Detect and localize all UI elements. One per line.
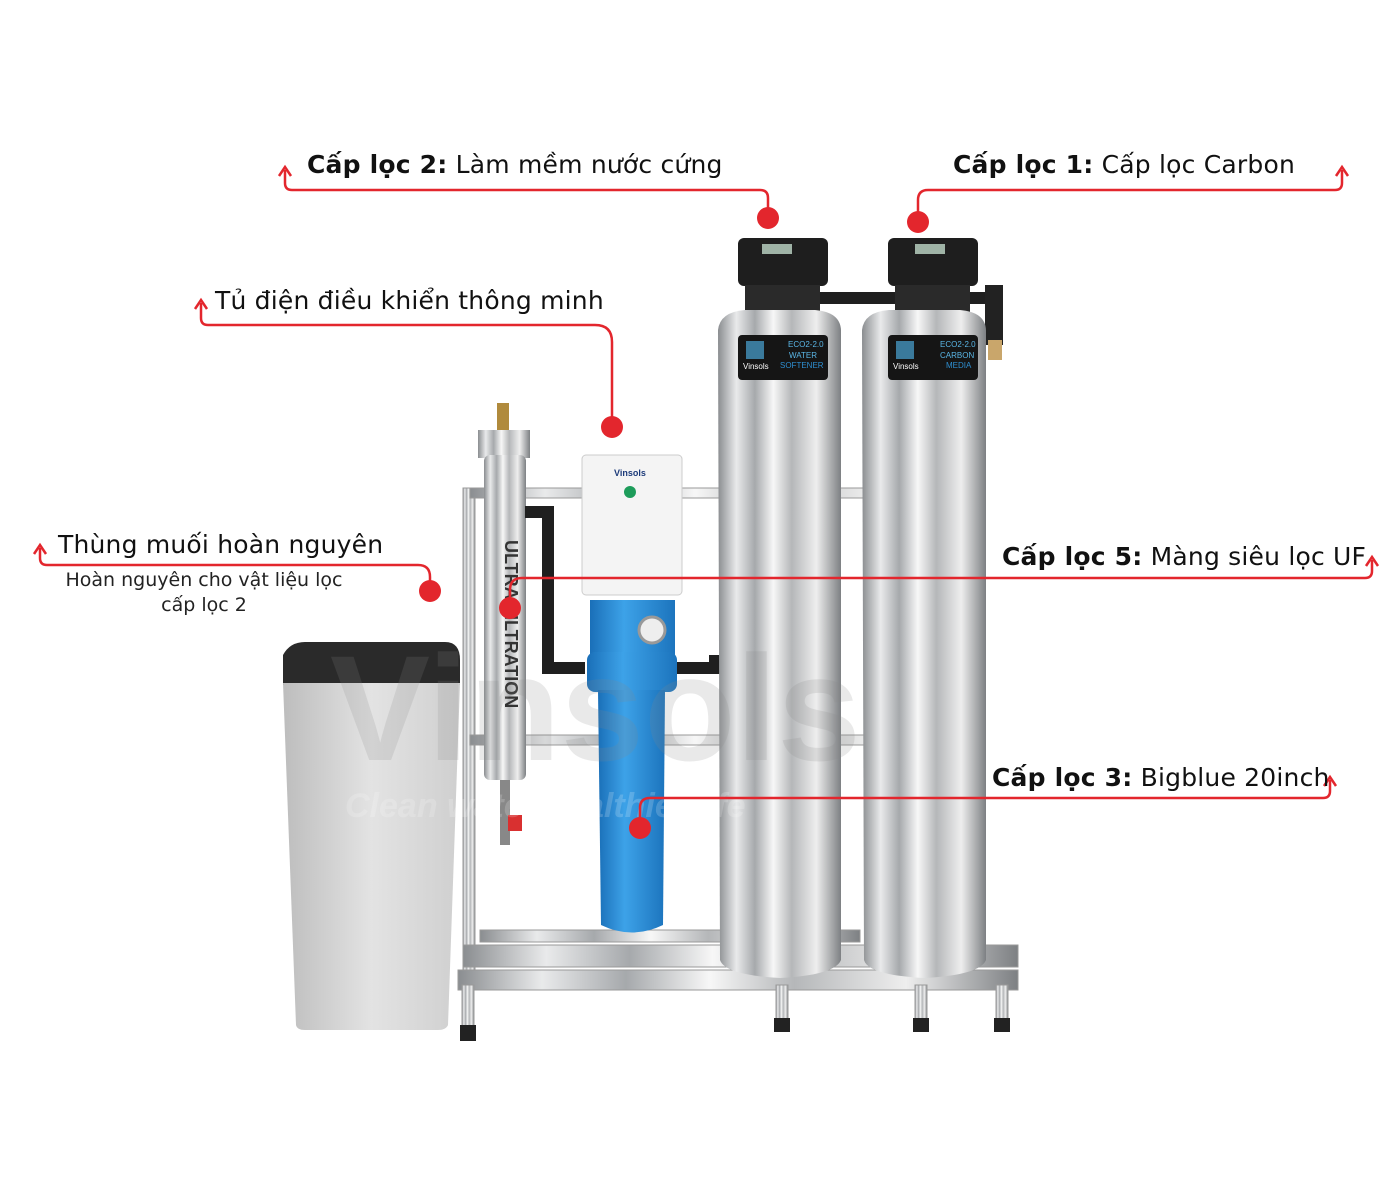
callout-dot-stage3 <box>629 817 651 839</box>
callout-dot-stage5 <box>499 597 521 619</box>
callout-dot-brine <box>419 580 441 602</box>
callout-stage1: Cấp lọc 1: Cấp lọc Carbon <box>953 150 1296 179</box>
svg-text:Clean water healthier life: Clean water healthier life <box>345 787 746 825</box>
svg-text:ECO2-2.0: ECO2-2.0 <box>940 340 976 349</box>
svg-text:MEDIA: MEDIA <box>946 361 972 370</box>
brine-tank <box>283 642 460 1030</box>
softener-tank: ECO2-2.0 WATER SOFTENER Vinsols <box>718 238 841 978</box>
svg-text:Vinsols: Vinsols <box>330 624 861 792</box>
callout-stage2: Cấp lọc 2: Làm mềm nước cứng <box>307 150 723 179</box>
callout-dot-stage2 <box>757 207 779 229</box>
svg-text:Vinsols: Vinsols <box>614 468 646 478</box>
svg-text:CARBON: CARBON <box>940 351 974 360</box>
carbon-tank: ECO2-2.0 CARBON MEDIA Vinsols <box>862 238 1003 978</box>
bigblue-housing <box>587 600 677 933</box>
uv-label: ULTRA FILTRATION <box>501 540 521 708</box>
svg-text:Vinsols: Vinsols <box>893 362 919 371</box>
svg-text:Vinsols: Vinsols <box>743 362 769 371</box>
callout-brine-tank: Thùng muối hoàn nguyên <box>58 530 384 559</box>
callout-dot-control <box>601 416 623 438</box>
svg-text:ECO2-2.0: ECO2-2.0 <box>788 340 824 349</box>
watermark: Vinsols Clean water healthier life <box>330 624 861 825</box>
svg-text:SOFTENER: SOFTENER <box>780 361 824 370</box>
callout-control-box: Tủ điện điều khiển thông minh <box>215 286 604 315</box>
control-box: Vinsols <box>581 454 683 596</box>
callout-stage5: Cấp lọc 5: Màng siêu lọc UF <box>1002 542 1367 571</box>
callout-dot-stage1 <box>907 211 929 233</box>
callout-stage3: Cấp lọc 3: Bigblue 20inch <box>992 763 1330 792</box>
callout-dots <box>419 207 929 839</box>
callout-lines <box>32 164 1380 826</box>
svg-text:WATER: WATER <box>789 351 817 360</box>
